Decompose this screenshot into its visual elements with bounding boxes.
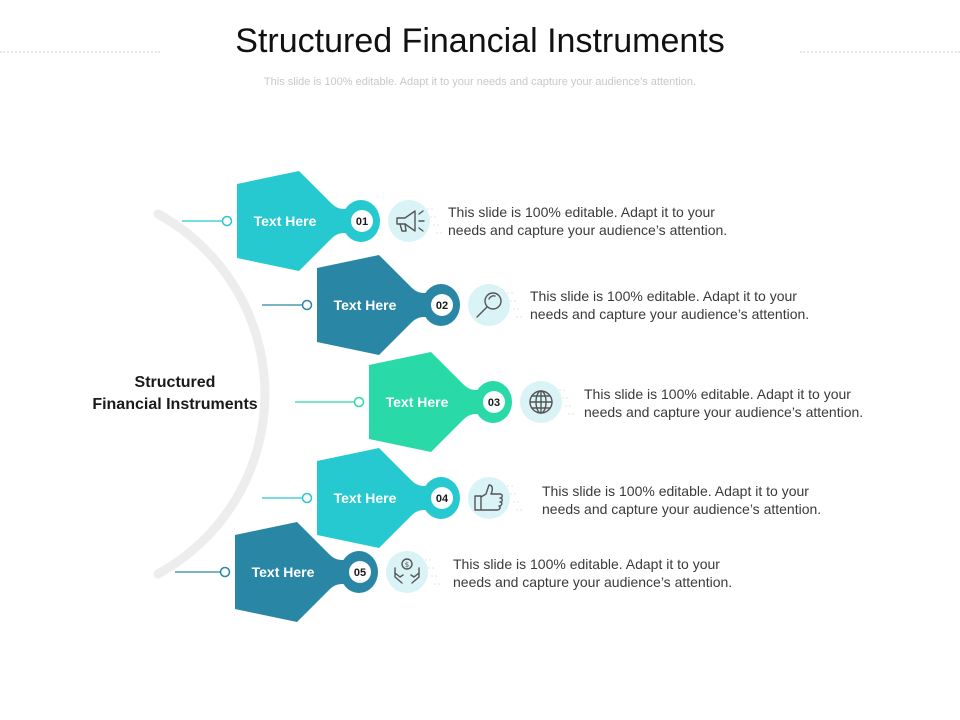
number-badge-inner — [431, 487, 453, 509]
hexagon-shape — [317, 448, 427, 548]
svg-text:$: $ — [405, 561, 409, 569]
number-badge-inner — [431, 294, 453, 316]
item-05: 05 Text Here $ — [175, 522, 442, 622]
icon-circle — [388, 200, 430, 242]
item-02: 02 Text Here — [262, 255, 524, 355]
icon-circle — [468, 284, 510, 326]
icon-circle — [386, 551, 428, 593]
center-label-line2: Financial Instruments — [92, 396, 258, 413]
description-01: This slide is 100% editable. Adapt it to… — [448, 203, 748, 239]
description-02: This slide is 100% editable. Adapt it to… — [530, 287, 830, 323]
number-badge-inner — [349, 561, 371, 583]
description-01-line1: This slide is 100% editable. Adapt it to… — [448, 204, 715, 220]
connector-ring — [301, 299, 313, 311]
description-03: This slide is 100% editable. Adapt it to… — [584, 385, 884, 421]
number-badge-inner — [483, 391, 505, 413]
description-02-line1: This slide is 100% editable. Adapt it to… — [530, 288, 797, 304]
hexagon-label: Text Here — [334, 297, 397, 313]
thumbs-up-icon — [474, 484, 503, 511]
description-02-line2: needs and capture your audience’s attent… — [530, 306, 810, 322]
hexagon-shape — [235, 522, 345, 622]
center-label-line1: Structured — [134, 374, 216, 391]
megaphone-icon — [396, 210, 425, 232]
description-05: This slide is 100% editable. Adapt it to… — [453, 555, 753, 591]
description-04: This slide is 100% editable. Adapt it to… — [542, 482, 842, 518]
hexagon-shape — [317, 255, 427, 355]
number-label: 03 — [488, 397, 500, 409]
hexagon-label: Text Here — [334, 490, 397, 506]
number-label: 01 — [356, 216, 368, 228]
description-05-line2: needs and capture your audience’s attent… — [453, 574, 733, 590]
description-03-line1: This slide is 100% editable. Adapt it to… — [584, 386, 851, 402]
connector-ring — [353, 396, 365, 408]
connector-ring — [219, 566, 231, 578]
connector-ring — [221, 215, 233, 227]
hexagon-label: Text Here — [254, 213, 317, 229]
number-label: 04 — [436, 493, 449, 505]
item-03: 03 Text Here — [295, 352, 576, 452]
description-04-line2: needs and capture your audience’s attent… — [542, 501, 822, 517]
center-arc — [153, 209, 270, 579]
money-hands-icon: $ — [394, 558, 420, 584]
hexagon-shape — [369, 352, 479, 452]
hexagon-shape — [237, 171, 347, 271]
connector-ring — [301, 492, 313, 504]
description-04-line1: This slide is 100% editable. Adapt it to… — [542, 483, 809, 499]
hexagon-label: Text Here — [386, 394, 449, 410]
slide-subtitle: This slide is 100% editable. Adapt it to… — [263, 76, 697, 88]
item-01: 01 Text Here — [182, 171, 444, 271]
description-01-line2: needs and capture your audience’s attent… — [448, 222, 728, 238]
description-03-line2: needs and capture your audience’s attent… — [584, 404, 864, 420]
description-05-line1: This slide is 100% editable. Adapt it to… — [453, 556, 720, 572]
globe-icon — [529, 390, 553, 414]
decor-dots-left — [0, 51, 160, 53]
number-label: 02 — [436, 300, 448, 312]
magnifier-icon — [476, 292, 502, 318]
slide-title: Structured Financial Instruments — [235, 22, 725, 60]
number-label: 05 — [354, 567, 366, 579]
item-04: 04 Text Here — [262, 448, 524, 548]
hexagon-label: Text Here — [252, 564, 315, 580]
number-badge-inner — [351, 210, 373, 232]
center-label: Structured Financial Instruments — [62, 372, 288, 416]
decor-dots-right — [800, 51, 960, 53]
